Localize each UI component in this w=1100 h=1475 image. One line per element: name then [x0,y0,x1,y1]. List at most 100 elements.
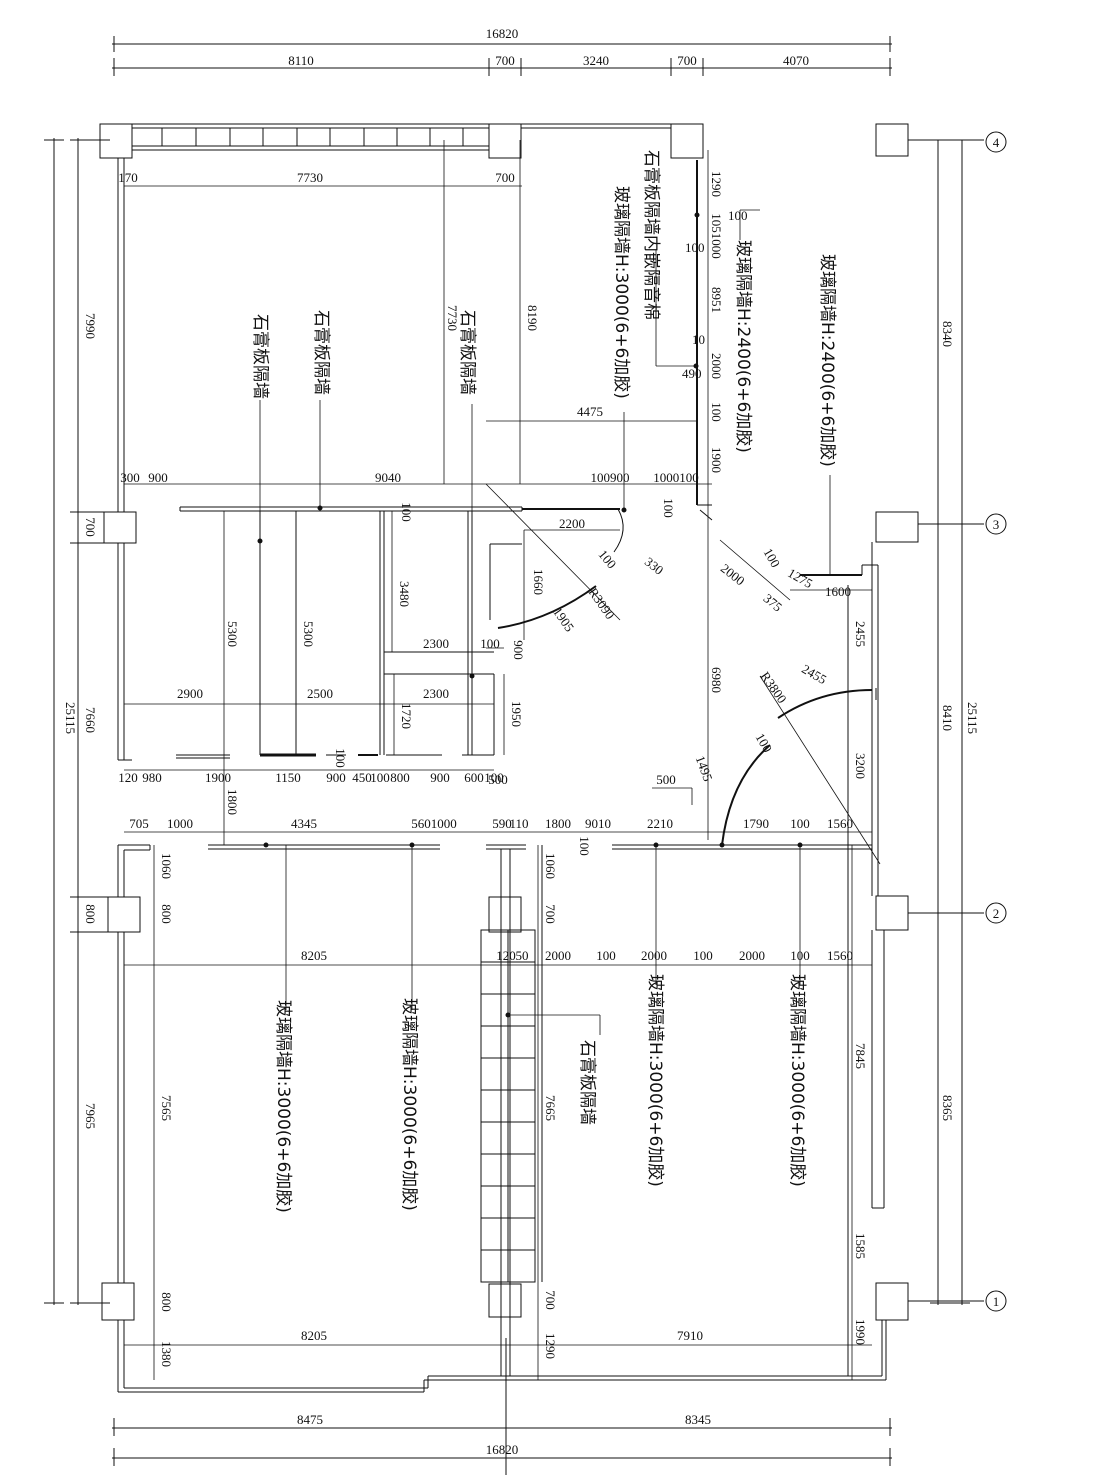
bottom-dim-1: 8475 [297,1412,323,1427]
label-glass-2400-b: 玻璃隔墙H:2400(6+6加胶) [817,254,837,467]
dim-2455-a: 2455 [799,661,829,687]
dim-1150: 1150 [275,770,301,785]
label-glass-3000-d: 玻璃隔墙H:3000(6+6加胶) [787,974,807,1187]
axis-bubble-4 [985,131,1007,153]
dim-300: 300 [120,470,140,485]
label-gypsum-wall-lower: 石膏板隔墙 [577,1040,598,1125]
right-dim-2: 8410 [940,705,955,731]
label-gypsum-wall-insulated: 石膏板隔墙内嵌隔音棉 [641,150,662,320]
dim-100-m: 100 [595,547,619,572]
dim-2300-a: 2300 [423,636,449,651]
label-glass-3000-c: 玻璃隔墙H:3000(6+6加胶) [645,974,665,1187]
label-glass-3000-b: 玻璃隔墙H:3000(6+6加胶) [399,998,419,1211]
dim-100-e: 100 [790,816,810,831]
right-dim-3: 8365 [940,1095,955,1121]
dim-100-top-b: 100 [685,240,705,255]
dim-110: 110 [509,816,528,831]
dim-6980: 6980 [709,667,724,693]
dim-4345: 4345 [291,816,317,831]
axis-bubble-1 [985,1290,1007,1312]
dim-100-b: 100 [480,636,500,651]
dim-1380: 1380 [159,1341,174,1367]
dim-1950: 1950 [509,701,524,727]
dim-100900: 100900 [591,470,630,485]
label-glass-3000-a: 玻璃隔墙H:3000(6+6加胶) [273,1000,293,1213]
top-dim-1: 8110 [288,53,314,68]
dim-1060-b: 1060 [543,853,558,879]
dim-100-c: 100 [370,770,390,785]
left-dim-1: 7990 [83,313,98,339]
dim-5300-b: 5300 [301,621,316,647]
dim-2000-c: 2000 [739,948,765,963]
dim-330: 330 [642,554,667,578]
dim-5601000: 5601000 [411,816,457,831]
top-total-dim: 16820 [486,26,519,41]
dim-1905: 1905 [550,604,577,634]
dim-2500: 2500 [307,686,333,701]
dim-7730: 7730 [297,170,323,185]
dim-1560-b: 1560 [827,948,853,963]
bottom-total-dim: 16820 [486,1442,519,1457]
dim-7730-v: 7730 [445,305,460,331]
dim-3480: 3480 [397,581,412,607]
axis-label-3: 3 [993,517,1000,532]
dim-2000-b: 2000 [641,948,667,963]
dim-100-n: 100 [753,731,776,755]
dim-1660: 1660 [531,569,546,595]
dim-980: 980 [142,770,162,785]
top-dim-3: 3240 [583,53,609,68]
axis-label-2: 2 [993,906,1000,921]
dim-100-i: 100 [399,502,414,522]
dim-100-j: 100 [661,498,676,518]
dim-1275: 1275 [785,565,815,591]
dim-8951: 8951 [709,287,724,313]
dim-1800-v: 1800 [225,789,240,815]
dim-2900: 2900 [177,686,203,701]
dim-7565: 7565 [159,1095,174,1121]
dim-100-d: 100 [484,770,504,785]
bottom-dimension-lines [112,1338,892,1475]
dim-3200: 3200 [853,753,868,779]
leader-dots [257,212,803,1018]
dim-600: 600 [464,770,484,785]
left-total-dim: 25115 [63,702,78,734]
axis-label-4: 4 [993,135,1000,150]
dim-1990: 1990 [853,1319,868,1345]
dim-1720: 1720 [399,703,414,729]
dim-1900: 1900 [205,770,231,785]
dim-700-v-b: 700 [543,1290,558,1310]
dim-490: 490 [682,366,702,381]
dim-4475: 4475 [577,404,603,419]
dim-50: 50 [516,948,529,963]
label-gypsum-wall-c: 石膏板隔墙 [457,310,478,395]
dim-100-h: 100 [790,948,810,963]
dim-7910: 7910 [677,1328,703,1343]
left-dim-4: 800 [83,904,98,924]
dim-500: 500 [488,772,508,787]
left-dim-3: 7660 [83,707,98,733]
dim-120-a: 120 [118,770,138,785]
dim-100-k: 100 [333,748,348,768]
dim-900-a: 900 [148,470,168,485]
top-dimension-lines [112,36,892,76]
dim-900-b: 900 [326,770,346,785]
dim-R3090: R3090 [586,585,618,622]
dim-1800-h: 1800 [545,816,571,831]
dim-590110: 590 [492,816,512,831]
dim-9010: 9010 [585,816,611,831]
left-dimension-lines [44,138,110,1305]
dim-5300-a: 5300 [225,621,240,647]
dim-1060-a: 1060 [159,853,174,879]
dim-7665: 7665 [543,1095,558,1121]
dim-8205-a: 8205 [301,948,327,963]
dim-500-b: 500 [656,772,676,787]
dim-1585: 1585 [853,1233,868,1259]
right-dim-1: 8340 [940,321,955,347]
label-glass-2400-a: 玻璃隔墙H:2400(6+6加胶) [733,240,753,453]
dim-2210: 2210 [647,816,673,831]
dim-2200: 2200 [559,516,585,531]
dim-100-v: 100 [709,402,724,422]
dim-450: 450 [352,770,372,785]
right-total-dim: 25115 [965,702,980,734]
